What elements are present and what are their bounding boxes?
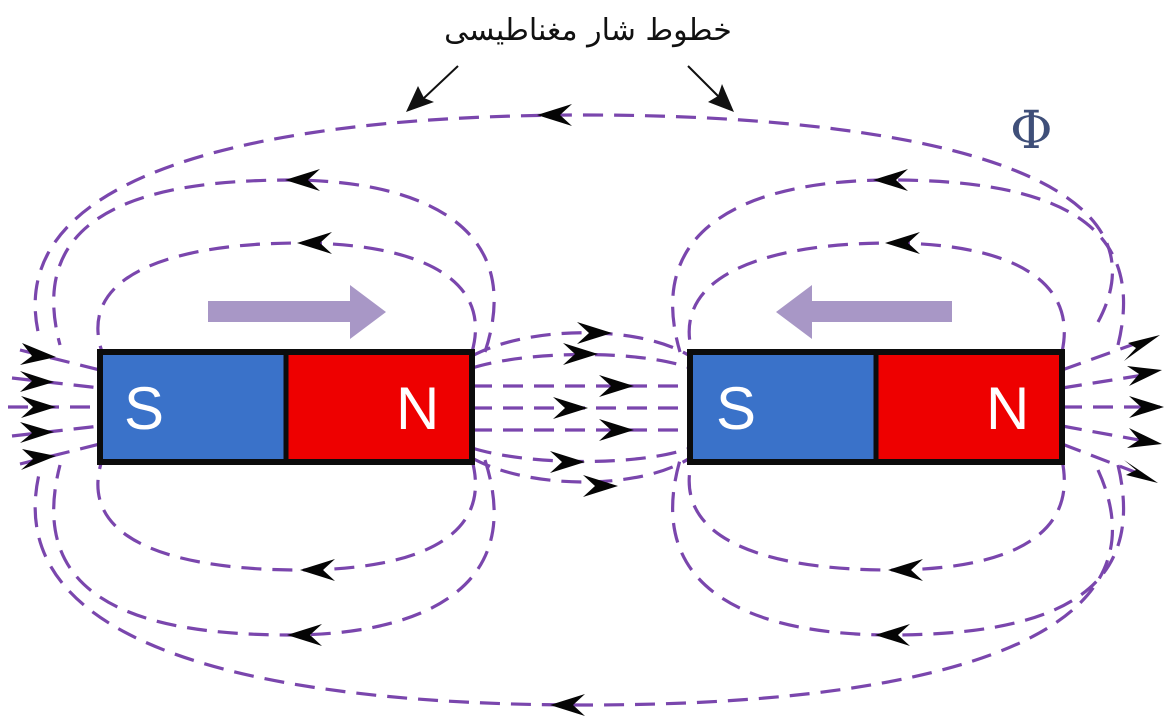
caption-group: خطوط شار مغناطیسی (406, 13, 734, 112)
caption-pointer-left-head (406, 86, 434, 112)
right-magnet-motion-arrow (776, 285, 952, 339)
arrowhead-right-end-4 (1127, 428, 1162, 448)
left-magnet-north-label: N (396, 375, 439, 442)
left-magnet-motion-arrow (208, 285, 386, 339)
arrowhead-gap-1 (577, 322, 612, 344)
field-line-gap-6 (471, 446, 691, 464)
field-line-left-lower-inner (96, 459, 478, 572)
field-line-right-end-5 (1061, 442, 1141, 476)
arrowhead-right-upper-outer (873, 169, 908, 191)
arrowhead-right-lower-outer (875, 624, 910, 646)
field-direction-arrowheads (20, 104, 1164, 716)
right-magnet: S N (687, 349, 1065, 465)
field-line-gap-2 (471, 352, 691, 370)
right-magnet-south-label: S (716, 375, 756, 442)
arrowhead-left-upper-inner (297, 232, 332, 254)
field-line-right-upper-outer (671, 178, 1126, 353)
motion-arrows (208, 285, 952, 339)
caption-pointer-left (423, 65, 459, 99)
arrowhead-right-end-1 (1124, 335, 1160, 361)
arrowhead-left-lower-inner (300, 559, 335, 581)
arrowhead-left-end-2 (20, 371, 54, 392)
arrowhead-outer-top (537, 104, 572, 126)
arrowhead-left-end-1 (20, 343, 56, 365)
outer-field-lines (33, 113, 1114, 707)
field-line-right-end-1 (1061, 340, 1141, 372)
field-line-gap-1 (471, 331, 691, 358)
arrowhead-left-end-5 (21, 449, 56, 470)
field-line-outer-bottom (33, 469, 1114, 707)
arrowhead-right-upper-inner (885, 232, 920, 254)
field-line-outer-top (33, 113, 1114, 341)
arrowhead-left-upper-outer (285, 169, 320, 191)
flux-symbol: Φ (1010, 101, 1053, 161)
caption-pointer-right (687, 65, 719, 97)
field-line-right-upper-inner (687, 241, 1066, 353)
right-magnet-north-label: N (986, 375, 1029, 442)
arrowhead-outer-bottom (550, 694, 585, 716)
arrowhead-right-end-5 (1124, 460, 1158, 483)
caption-pointer-right-head (708, 84, 734, 112)
right-magnet-north-pole (876, 352, 1062, 462)
right-magnet-south-pole (690, 352, 876, 462)
arrowhead-gap-6 (550, 451, 585, 473)
arrowhead-gap-3 (599, 375, 634, 397)
arrowhead-right-lower-inner (888, 559, 923, 581)
arrowhead-left-end-3 (21, 396, 56, 418)
arrowhead-gap-7 (583, 475, 618, 497)
arrowhead-right-end-2 (1127, 366, 1162, 386)
field-line-left-end-2 (11, 376, 101, 390)
field-line-right-lower-inner (687, 459, 1066, 572)
arrowhead-left-lower-outer (287, 624, 322, 646)
arrowhead-gap-2 (563, 343, 598, 365)
field-line-left-end-4 (11, 424, 101, 438)
left-magnet: S N (97, 349, 475, 465)
diagram-caption: خطوط شار مغناطیسی (444, 13, 732, 48)
field-line-right-end-2 (1061, 372, 1151, 390)
arrowhead-gap-5 (599, 419, 634, 441)
arrowhead-gap-4 (553, 397, 588, 419)
field-line-left-upper-inner (96, 241, 478, 353)
arrowhead-right-end-3 (1129, 396, 1164, 418)
field-line-gap-7 (471, 456, 691, 484)
left-magnet-south-pole (100, 352, 286, 462)
left-magnet-north-pole (286, 352, 472, 462)
arrowhead-left-end-4 (20, 422, 54, 443)
left-magnet-south-label: S (124, 375, 164, 442)
field-line-right-end-4 (1061, 424, 1151, 444)
